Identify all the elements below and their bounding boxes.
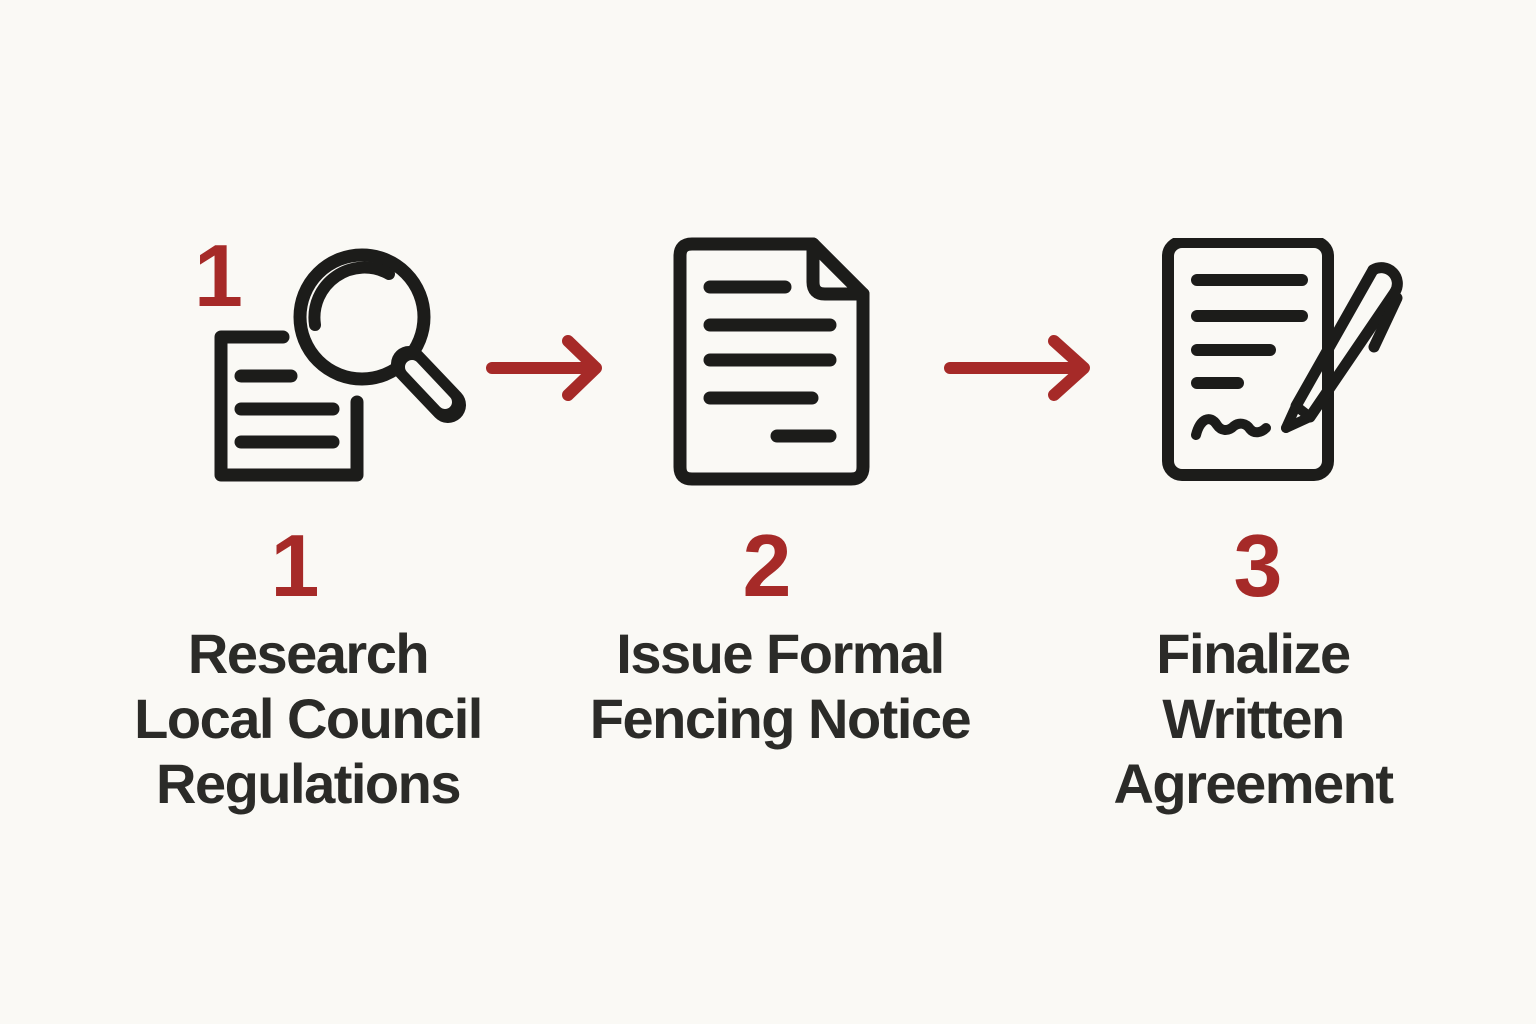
step1-title: Research Local Council Regulations bbox=[78, 621, 538, 816]
step1-title-line1: Research bbox=[187, 622, 430, 685]
step3-title: Finalize Written Agreement bbox=[1023, 621, 1483, 816]
step1-title-line2: Local Council bbox=[134, 687, 483, 750]
step2-title-line2: Fencing Notice bbox=[589, 687, 972, 750]
document-icon bbox=[672, 237, 872, 487]
arrow-right-icon bbox=[944, 334, 1094, 404]
document-search-icon bbox=[205, 245, 470, 495]
step2-title: Issue Formal Fencing Notice bbox=[550, 621, 1010, 751]
step3-number: 3 bbox=[1233, 516, 1283, 615]
arrow-right-icon bbox=[486, 334, 611, 404]
step2-title-line1: Issue Formal bbox=[616, 622, 945, 685]
step2-number: 2 bbox=[742, 516, 792, 615]
step3-title-line2: Written bbox=[1162, 687, 1345, 750]
step1-title-line3: Regulations bbox=[156, 752, 461, 815]
step3-title-line3: Agreement bbox=[1113, 752, 1394, 815]
signed-document-pen-icon bbox=[1160, 238, 1440, 483]
step3-title-line1: Finalize bbox=[1156, 622, 1351, 685]
step1-corner-number: 1 bbox=[194, 226, 243, 325]
step1-number: 1 bbox=[270, 516, 320, 615]
